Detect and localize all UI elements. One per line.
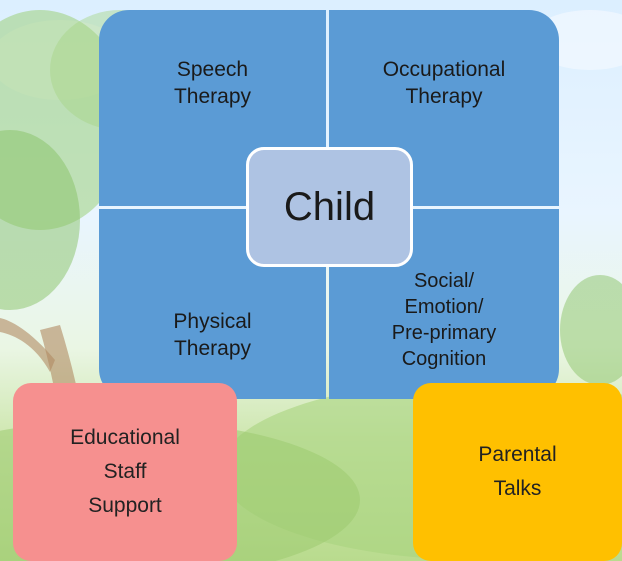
- educational-line-1: Educational: [70, 426, 180, 449]
- speech-therapy-label: Speech Therapy: [174, 56, 251, 110]
- social-emotion-line-2: Emotion/: [404, 296, 484, 318]
- speech-therapy-line-2: Therapy: [173, 85, 252, 108]
- social-emotion-line-3: Pre-primary: [391, 322, 497, 344]
- educational-staff-support-box: Educational Staff Support: [13, 383, 237, 561]
- parental-talks-label: Parental Talks: [478, 438, 556, 506]
- parental-talks-box: Parental Talks: [413, 383, 622, 561]
- educational-line-2: Staff: [103, 460, 147, 483]
- social-emotion-line-4: Cognition: [401, 348, 487, 370]
- occupational-therapy-line-1: Occupational: [382, 58, 506, 81]
- child-label: Child: [283, 184, 376, 229]
- speech-therapy-line-1: Speech: [176, 58, 249, 81]
- physical-therapy-label: Physical Therapy: [173, 308, 251, 362]
- occupational-therapy-line-2: Therapy: [405, 85, 483, 108]
- educational-staff-support-label: Educational Staff Support: [70, 421, 180, 523]
- center-child-node: Child: [246, 147, 413, 267]
- social-emotion-label: Social/ Emotion/ Pre-primary Cognition: [392, 268, 496, 372]
- physical-therapy-line-1: Physical: [173, 310, 252, 333]
- social-emotion-line-1: Social/: [413, 270, 474, 292]
- therapy-quadrant-grid: Speech Therapy Occupational Therapy Phys…: [99, 10, 559, 399]
- occupational-therapy-label: Occupational Therapy: [383, 56, 506, 110]
- educational-line-3: Support: [88, 494, 162, 517]
- parental-line-1: Parental: [478, 443, 557, 466]
- parental-line-2: Talks: [493, 477, 542, 500]
- physical-therapy-line-2: Therapy: [173, 337, 252, 360]
